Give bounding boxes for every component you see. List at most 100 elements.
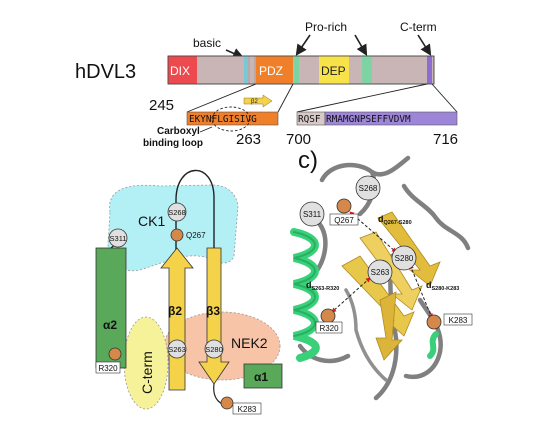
residue-s280-topo [204, 339, 224, 359]
seq-pdz-box [186, 111, 279, 126]
residue-s311-topo-label: S311 [110, 234, 127, 243]
tick-700: 700 [286, 131, 311, 148]
dist-label-3-sub: S280-K283 [432, 286, 460, 292]
stripe-basic [244, 56, 248, 84]
domain-dep-label: DEP [321, 64, 346, 78]
strand-beta3 [198, 247, 230, 385]
residue-r320-3d [320, 308, 336, 324]
tick-end: 716 [433, 131, 458, 148]
arrow-prorich-left [295, 34, 311, 56]
residue-s280-topo-label: S280 [205, 345, 223, 354]
seq-pdz: EKYNFLGISIVG [189, 114, 257, 125]
residue-q267-topo-label: Q267 [186, 231, 206, 240]
tick-263: 263 [236, 131, 261, 148]
loop-beta2-beta3 [175, 169, 215, 250]
sheet-strand-4 [375, 291, 403, 361]
panel-c-label: c) [298, 147, 318, 174]
residue-k283-topo [220, 396, 234, 410]
residue-k283-3d-label: K283 [449, 316, 468, 325]
residue-q267-3d-label: Q267 [334, 216, 354, 225]
domain-dix [168, 56, 197, 84]
residue-r320-3d-label: R320 [319, 324, 339, 333]
stripe-teal-1 [294, 56, 299, 84]
residue-s268-3d-label: S268 [359, 184, 378, 193]
carboxyl-label-2: binding loop [143, 138, 203, 149]
dist-label-2-sub: S263-R320 [312, 286, 340, 292]
arrow-prorich-right [354, 34, 368, 56]
dist-label-2-main: d [306, 280, 312, 290]
residue-r320-topo-label: R320 [98, 364, 118, 373]
residue-s263-3d [367, 259, 393, 285]
label-basic: basic [193, 36, 221, 50]
dist-s263-r320 [331, 277, 371, 313]
residue-s311-3d-label: S311 [303, 210, 322, 219]
bar-outline [167, 55, 435, 85]
residue-q267-topo [170, 228, 184, 242]
beta2-small-label: β2 [251, 99, 258, 105]
helix-alpha2 [95, 247, 127, 369]
residue-s263-3d-label: S263 [371, 268, 390, 277]
residue-r320-topo [108, 347, 122, 361]
domain-pdz-label: PDZ [259, 64, 283, 78]
label-alpha1: α1 [254, 370, 268, 384]
strand-beta2 [160, 247, 194, 391]
residue-s280-3d-label: S280 [395, 254, 414, 263]
dist-label-1: dQ267-S280 [378, 214, 412, 226]
domain-pdz [256, 56, 293, 84]
stripe-teal-2 [362, 56, 372, 84]
topology-diagram: CK1 NEK2 C-term α2 β2 β3 α1 S268 S311 Q2… [95, 169, 283, 415]
residue-k283-topo-label: K283 [238, 405, 257, 414]
carboxyl-loop-oval [211, 106, 251, 132]
dist-label-2: dS263-R320 [306, 280, 339, 292]
residue-k283-3d [426, 314, 442, 330]
residue-s263-topo-label: S263 [168, 345, 186, 354]
beta2-small-arrow [243, 94, 273, 108]
protein-name: hDVL3 [75, 61, 136, 83]
dist-label-3: dS280-K283 [426, 280, 459, 292]
label-beta3: β3 [206, 304, 220, 318]
carboxyl-label-1: Carboxyl [157, 126, 200, 137]
helix-3d-a2-shade [293, 231, 316, 337]
domain-dix-label: DIX [170, 64, 190, 78]
residue-s280-3d [391, 245, 417, 271]
residue-q267-3d [336, 198, 352, 214]
connector-cterm-left [296, 83, 428, 113]
connector-pdz-right [277, 83, 294, 113]
structure-panel: c) dQ267-S280 dS263-R320 dS280-K283 S268… [290, 147, 473, 401]
label-cterm-topo: C-term [139, 351, 155, 394]
residue-r320-3d-box [315, 321, 343, 334]
label-ck1: CK1 [138, 213, 165, 229]
residue-s263-topo [167, 339, 187, 359]
connector-cterm-right [431, 83, 458, 113]
dist-label-3-main: d [426, 280, 432, 290]
label-beta2: β2 [168, 304, 182, 318]
residue-s268-3d [355, 175, 381, 201]
seq-cterm: RMAMGNPSEFFVDVM [326, 114, 411, 125]
dist-label-1-sub: Q267-S280 [384, 220, 412, 226]
bar-background [167, 55, 435, 85]
seq-cterm-box [324, 111, 458, 126]
residue-s311-topo [108, 228, 128, 248]
seq-cterm-prefix: RQSF [298, 114, 321, 125]
stripe-basic-2 [248, 55, 256, 85]
tick-start: 245 [149, 97, 174, 114]
arrow-cterm [417, 34, 432, 56]
residue-r320-topo-box [95, 361, 121, 374]
label-prorich: Pro-rich [305, 20, 347, 34]
residue-s268-topo-label: S268 [168, 208, 186, 217]
connector-pdz-left [186, 83, 257, 113]
residue-k283-3d-box [443, 313, 473, 326]
stripe-cterm [427, 56, 432, 84]
label-nek2: NEK2 [231, 335, 268, 351]
helix-3d-a1 [427, 331, 439, 359]
residue-s311-3d [299, 201, 325, 227]
residue-k283-topo-box [232, 402, 262, 415]
label-alpha2: α2 [103, 318, 117, 332]
region-ck1 [107, 184, 239, 272]
domain-map: hDVL3 basic Pro-rich C-term DIX PDZ DEP … [75, 20, 458, 149]
dist-s280-k283 [409, 264, 433, 319]
helix-alpha1 [243, 363, 283, 389]
residue-s268-topo [167, 202, 187, 222]
carboxyl-loop-pointer [199, 126, 213, 133]
